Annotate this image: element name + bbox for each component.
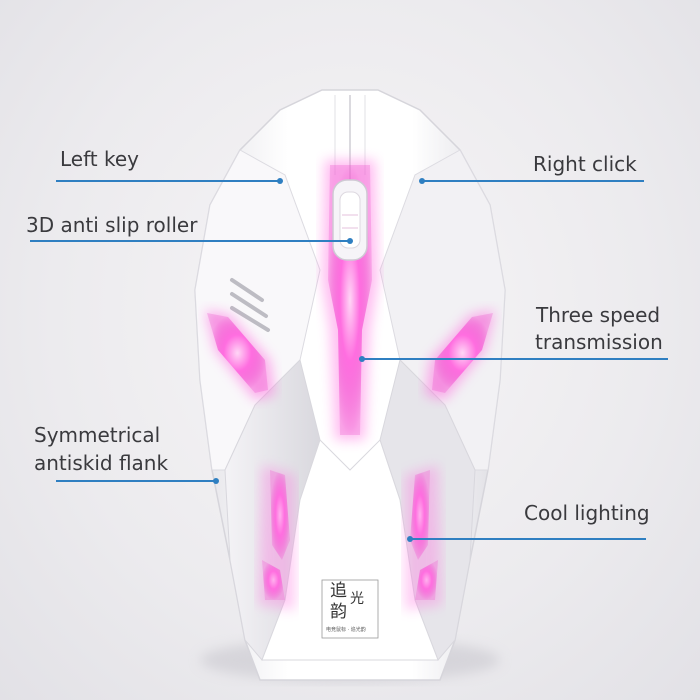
callout-lighting-dot — [407, 536, 413, 542]
callout-flank-label-line2: antiskid flank — [34, 451, 169, 475]
callout-speed-dot — [359, 356, 365, 362]
callout-left-key-label: Left key — [60, 147, 139, 171]
callout-left-key-dot — [277, 178, 283, 184]
brand-logo-glyph-bottom: 韵 — [330, 602, 347, 622]
callout-roller-dot — [347, 238, 353, 244]
callout-right-click-dot — [419, 178, 425, 184]
brand-logo-subtitle: 电竞鼠标 · 追光韵 — [326, 627, 366, 633]
callout-speed-label-line2: transmission — [535, 330, 663, 354]
callout-speed-line — [362, 358, 668, 360]
callout-flank-line — [56, 480, 216, 482]
callout-roller-line — [30, 240, 350, 242]
callout-speed-label-line1: Three speed — [536, 303, 661, 327]
brand-logo-glyph-side: 光 — [350, 591, 364, 607]
callout-right-click-line — [422, 180, 644, 182]
callout-flank-label-line1: Symmetrical — [34, 423, 161, 447]
callout-lighting-line — [410, 538, 646, 540]
callout-left-key-line — [56, 180, 280, 182]
callout-roller-label: 3D anti slip roller — [26, 213, 198, 237]
brand-logo-glyph-top: 追 — [330, 581, 347, 601]
callout-lighting-label: Cool lighting — [524, 501, 650, 525]
callout-right-click-label: Right click — [533, 152, 637, 176]
callout-flank-dot — [213, 478, 219, 484]
